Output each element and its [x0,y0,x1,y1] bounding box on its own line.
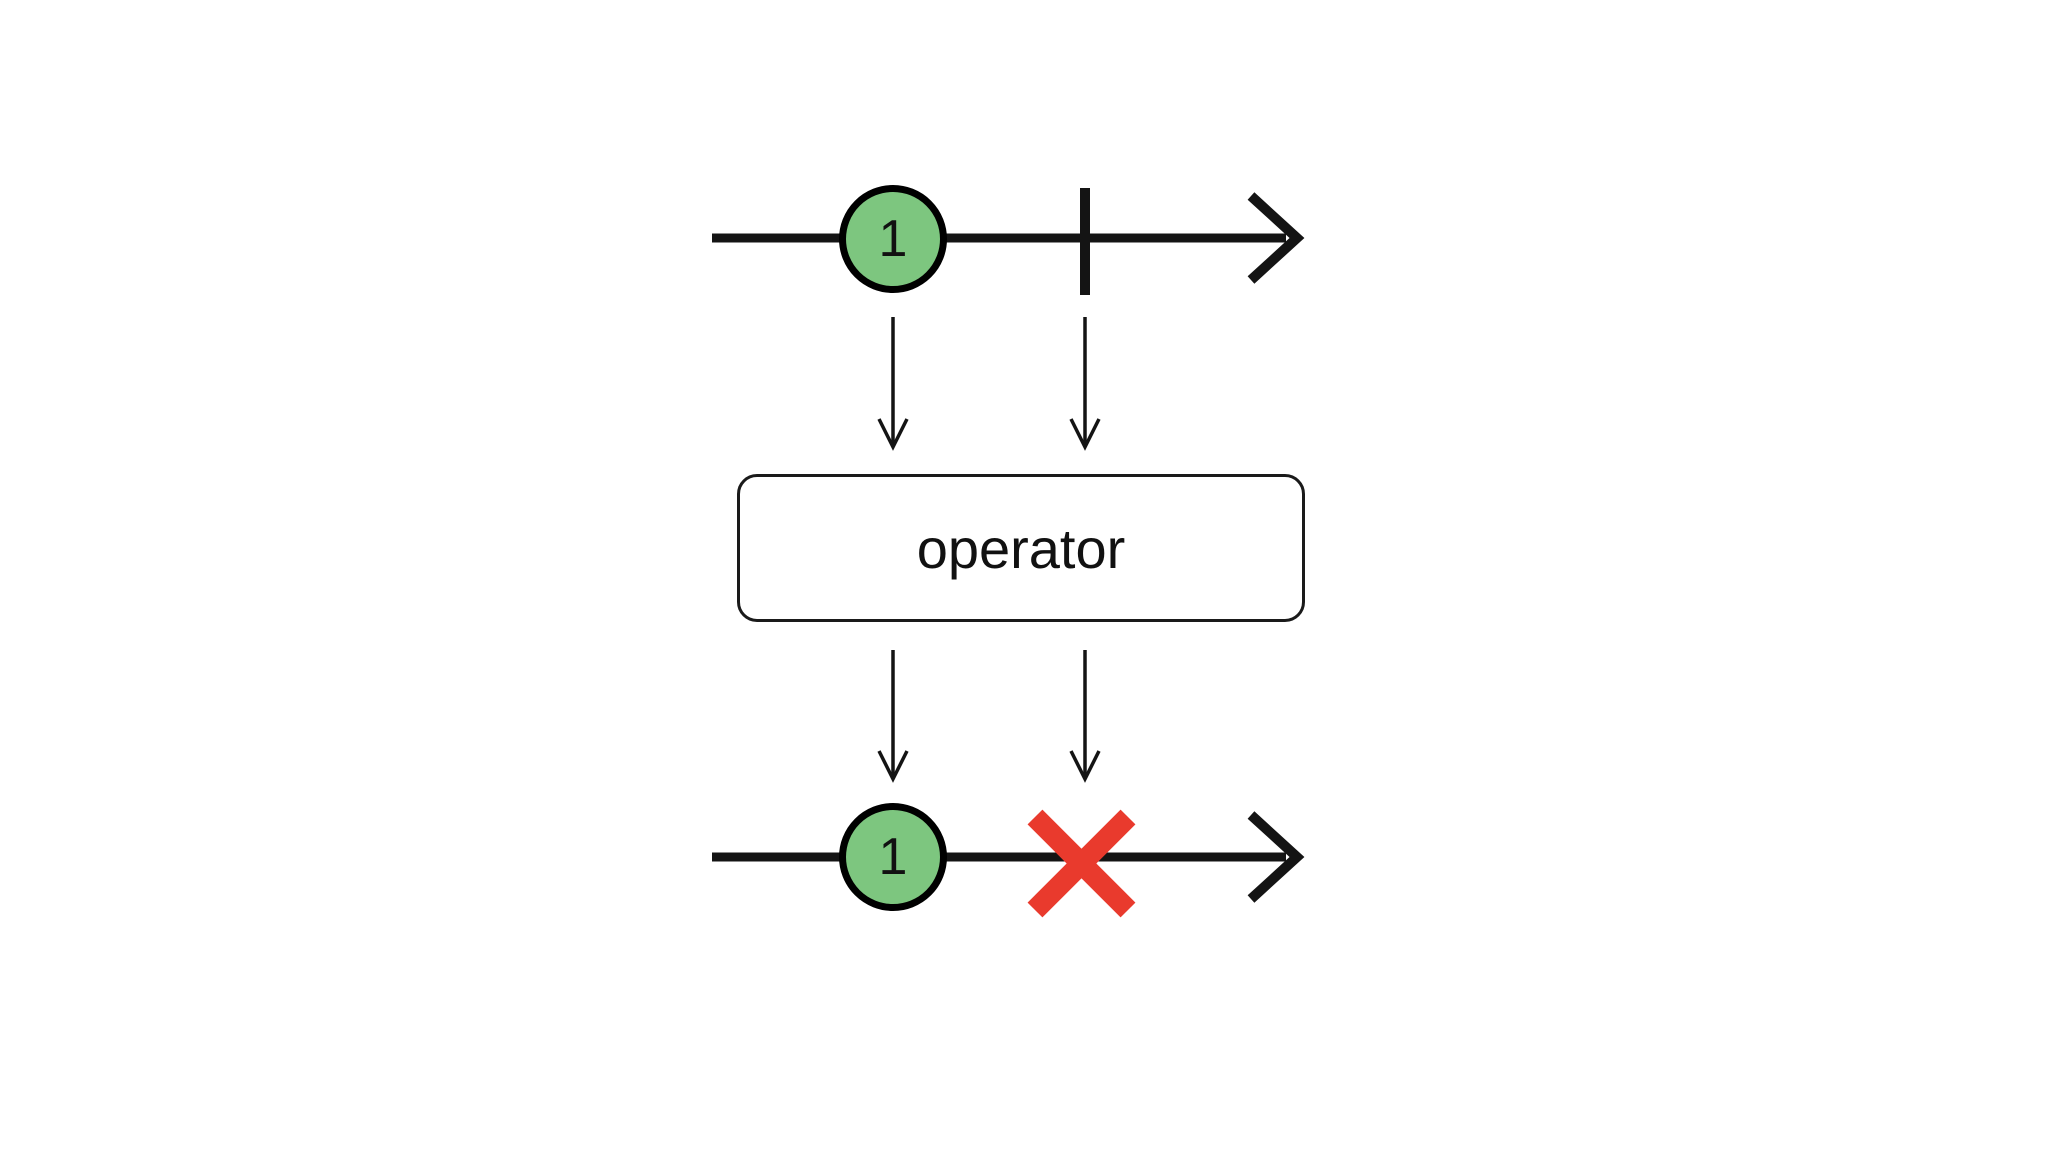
input-timeline-arrowhead-icon [1247,192,1305,284]
output-marble: 1 [839,803,947,911]
operator-box: operator [737,474,1305,622]
down-arrowhead-icon [1069,418,1101,451]
output-timeline [712,809,1305,918]
operator-label: operator [916,516,1126,580]
output-marble-label: 1 [878,828,908,886]
flow-arrow-source-marble [877,317,909,451]
flow-arrow-source-complete [1069,317,1101,451]
flow-arrow-output-error [1069,650,1101,783]
source-marble-label: 1 [878,210,908,268]
error-x-icon [1027,809,1136,918]
input-timeline [712,188,1305,295]
down-arrowhead-icon [877,418,909,451]
down-arrowhead-icon [877,750,909,783]
source-marble: 1 [839,185,947,293]
flow-arrow-output-marble [877,650,909,783]
down-arrowhead-icon [1069,750,1101,783]
output-timeline-arrowhead-icon [1247,811,1305,903]
